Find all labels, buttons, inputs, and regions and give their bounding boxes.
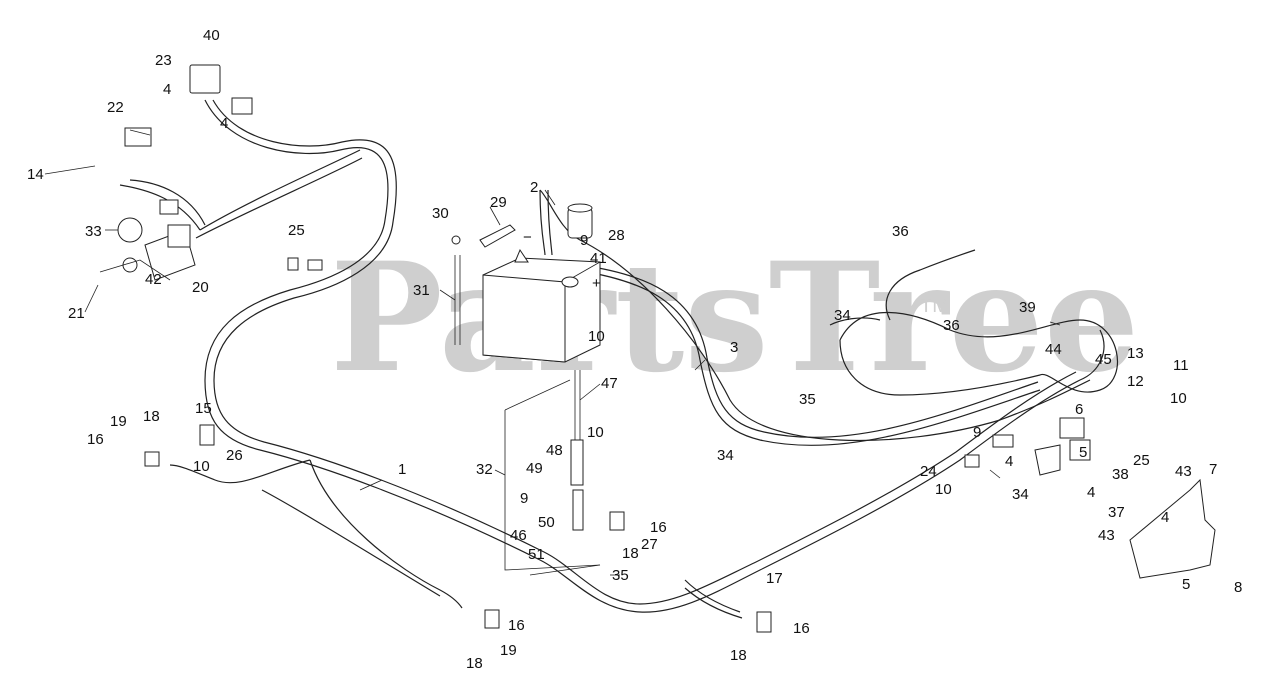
mounting-bracket — [1129, 478, 1216, 579]
callout-28: 28 — [608, 227, 625, 244]
callout-47: 47 — [601, 375, 618, 392]
callout-10: 10 — [588, 328, 605, 345]
ignition-switch-group — [99, 199, 196, 281]
callout-9: 9 — [580, 232, 588, 249]
callout-25: 25 — [288, 222, 305, 239]
callout-2: 2 — [530, 179, 538, 196]
callout-12: 12 — [1127, 373, 1144, 390]
interlock-rod-assembly — [504, 370, 601, 576]
callout-35: 35 — [612, 567, 629, 584]
callout-18: 18 — [730, 647, 747, 664]
callout-33: 33 — [85, 223, 102, 240]
callout-8: 8 — [1234, 579, 1242, 596]
battery-plus-sign: + — [592, 275, 601, 292]
callout-20: 20 — [192, 279, 209, 296]
callout-1: 1 — [398, 461, 406, 478]
callout-45: 45 — [1095, 351, 1112, 368]
callout-25: 25 — [1133, 452, 1150, 469]
callout-51: 51 — [528, 546, 545, 563]
callout-50: 50 — [538, 514, 555, 531]
callout-5: 5 — [1079, 444, 1087, 461]
callout-13: 13 — [1127, 345, 1144, 362]
callout-44: 44 — [1045, 341, 1062, 358]
callout-18: 18 — [622, 545, 639, 562]
callout-32: 32 — [476, 461, 493, 478]
callout-49: 49 — [526, 460, 543, 477]
callout-27: 27 — [641, 536, 658, 553]
callout-34: 34 — [1012, 486, 1029, 503]
callout-30: 30 — [432, 205, 449, 222]
callout-9: 9 — [520, 490, 528, 507]
callout-19: 19 — [110, 413, 127, 430]
callout-48: 48 — [546, 442, 563, 459]
callout-31: 31 — [413, 282, 430, 299]
watermark-text: PartsTree — [330, 230, 1139, 406]
callout-10: 10 — [935, 481, 952, 498]
small-hardware — [144, 257, 980, 633]
callout-43: 43 — [1098, 527, 1115, 544]
callout-4: 4 — [1161, 509, 1169, 526]
callout-16: 16 — [793, 620, 810, 637]
callout-40: 40 — [203, 27, 220, 44]
callout-24: 24 — [920, 463, 937, 480]
callout-16: 16 — [650, 519, 667, 536]
battery-minus-sign: − — [523, 229, 532, 246]
main-harness — [119, 99, 1105, 619]
callout-22: 22 — [107, 99, 124, 116]
callout-42: 42 — [145, 271, 162, 288]
callout-10: 10 — [193, 458, 210, 475]
callout-3: 3 — [730, 339, 738, 356]
callout-46: 46 — [510, 527, 527, 544]
battery-cables — [539, 189, 1091, 446]
hour-meter-module — [124, 64, 253, 147]
callout-10: 10 — [1170, 390, 1187, 407]
callout-41: 41 — [590, 250, 607, 267]
callout-5: 5 — [1182, 576, 1190, 593]
callout-43: 43 — [1175, 463, 1192, 480]
watermark-trademark: TM — [920, 295, 949, 317]
callout-23: 23 — [155, 52, 172, 69]
callout-36: 36 — [943, 317, 960, 334]
callout-29: 29 — [490, 194, 507, 211]
callout-19: 19 — [500, 642, 517, 659]
callout-4: 4 — [1087, 484, 1095, 501]
callout-37: 37 — [1108, 504, 1125, 521]
callout-4: 4 — [1005, 453, 1013, 470]
callout-4: 4 — [163, 81, 171, 98]
callout-10: 10 — [587, 424, 604, 441]
starter-solenoid — [567, 203, 593, 239]
watermark: PartsTree TM — [330, 230, 1139, 406]
right-harness — [829, 249, 1118, 396]
callout-16: 16 — [508, 617, 525, 634]
battery: − + — [482, 229, 601, 363]
callout-26: 26 — [226, 447, 243, 464]
callout-9: 9 — [973, 424, 981, 441]
callout-39: 39 — [1019, 299, 1036, 316]
callout-11: 11 — [1173, 357, 1189, 374]
callout-21: 21 — [68, 305, 85, 322]
callout-7: 7 — [1209, 461, 1217, 478]
callout-labels: 40 23 4 22 4 14 33 42 20 21 25 30 29 2 9… — [27, 27, 1242, 672]
callout-34: 34 — [717, 447, 734, 464]
callout-35: 35 — [799, 391, 816, 408]
leader-lines — [44, 129, 1061, 576]
callout-16: 16 — [87, 431, 104, 448]
callout-6: 6 — [1075, 401, 1083, 418]
callout-17: 17 — [766, 570, 783, 587]
callout-36: 36 — [892, 223, 909, 240]
callout-38: 38 — [1112, 466, 1129, 483]
callout-18: 18 — [143, 408, 160, 425]
callout-34: 34 — [834, 307, 851, 324]
callout-14: 14 — [27, 166, 44, 183]
callout-4: 4 — [220, 115, 228, 132]
callout-15: 15 — [195, 400, 212, 417]
callout-18: 18 — [466, 655, 483, 672]
relay-cluster — [992, 417, 1091, 476]
